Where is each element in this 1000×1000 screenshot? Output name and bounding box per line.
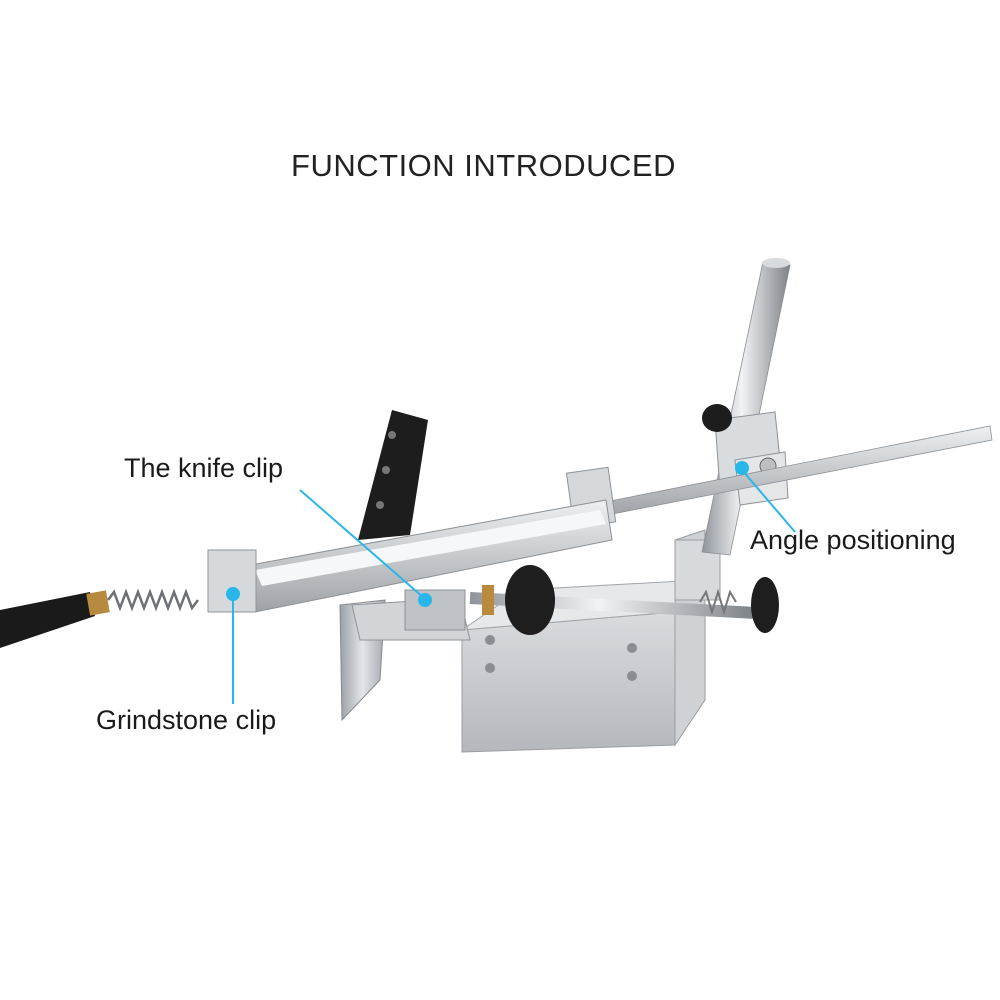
label-knife-clip: The knife clip: [124, 453, 284, 483]
clamp-screw: [469, 565, 779, 635]
angle-marker: [735, 461, 749, 475]
knife-clip-marker: [418, 593, 432, 607]
label-angle-positioning: Angle positioning: [750, 525, 956, 555]
grindstone-holder: [207, 499, 613, 613]
base-block: [460, 529, 721, 753]
handle-spring: [0, 588, 199, 648]
grindstone-marker: [226, 587, 240, 601]
knife-clip-jaw: [351, 589, 471, 641]
label-grindstone-clip: Grindstone clip: [96, 705, 277, 735]
callouts: [226, 461, 796, 704]
page-title: FUNCTION INTRODUCED: [291, 148, 676, 183]
